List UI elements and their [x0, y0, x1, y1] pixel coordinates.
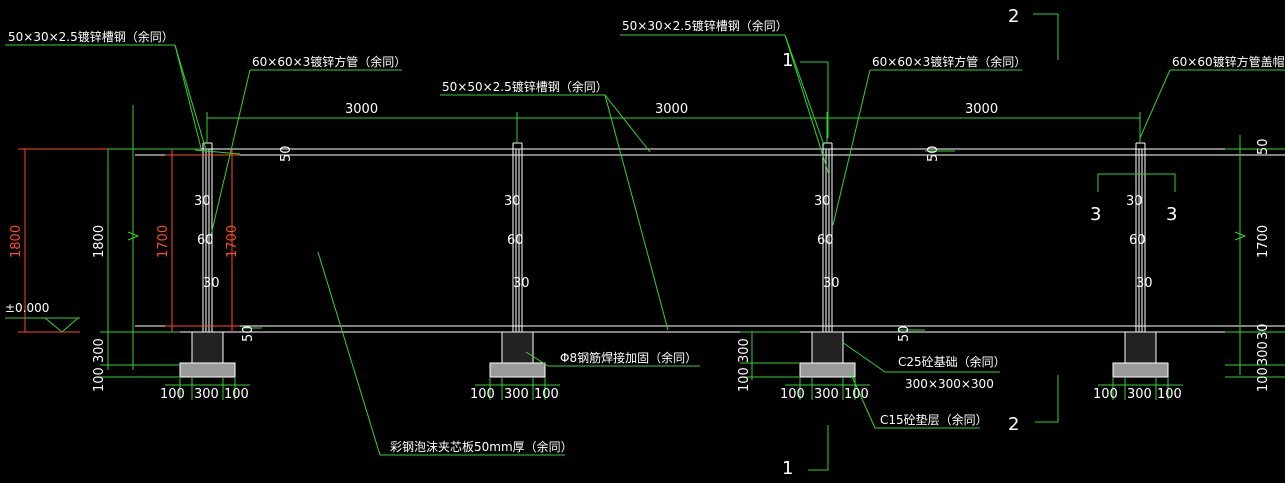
footing-2: [489, 331, 546, 378]
section-mark-3-right: 3: [1166, 204, 1177, 225]
red-dimensions: [18, 148, 240, 333]
dim-foot1-300: 300: [194, 387, 219, 402]
dim-foot2-100b: 100: [534, 387, 559, 402]
dim-span-3: 3000: [965, 102, 998, 117]
rotated-dimensions: 1800 1800 300 100 1700 1700 50 50 300 10…: [9, 138, 1271, 392]
label-channel-steel-left: 50×30×2.5镀锌槽钢（余同）: [8, 29, 174, 44]
dim-height-panel-right: 1700: [1256, 225, 1271, 258]
dim-base-100-left: 100: [92, 367, 107, 392]
section-mark-2-bottom: 2: [1008, 414, 1019, 435]
dim-post4-60: 60: [1129, 233, 1146, 248]
dim-height-total: 1800: [92, 225, 107, 258]
fence-structure: [135, 142, 1285, 378]
section-mark-1-bottom: 1: [782, 458, 793, 479]
text-labels: 50×30×2.5镀锌槽钢（余同） 60×60×3镀锌方管（余同） 50×50×…: [5, 6, 1285, 479]
dim-base-300-mid: 300: [737, 338, 752, 363]
dim-foot1-100b: 100: [224, 387, 249, 402]
dim-foot4-100b: 100: [1157, 387, 1182, 402]
post-1: [202, 142, 213, 360]
label-c25-size: 300×300×300: [905, 377, 994, 391]
section-mark-1-top: 1: [782, 50, 793, 71]
dim-height-panel-red-b: 1700: [225, 225, 240, 258]
annotation-lines: [5, 13, 1285, 471]
dim-gap-50-bottom: 50: [241, 325, 256, 342]
dim-post1-30b: 30: [203, 276, 220, 291]
dim-edge-50-right: 50: [1256, 138, 1271, 155]
dim-post3-60: 60: [817, 233, 834, 248]
dim-span-1: 3000: [345, 102, 378, 117]
dim-foot1-100a: 100: [160, 387, 185, 402]
dim-post2-30b: 30: [513, 276, 530, 291]
dim-base-300-left: 300: [92, 338, 107, 363]
dim-foot3-100a: 100: [780, 387, 805, 402]
post-2: [512, 142, 523, 360]
label-channel-steel-right: 50×30×2.5镀锌槽钢（余同）: [622, 18, 788, 33]
label-channel-steel-mid: 50×50×2.5镀锌槽钢（余同）: [442, 79, 608, 94]
dim-post4-30a: 30: [1126, 194, 1143, 209]
dim-height-total-red: 1800: [9, 225, 24, 258]
dim-post1-60: 60: [197, 233, 214, 248]
dim-post2-60: 60: [507, 233, 524, 248]
dim-base-100-mid: 100: [737, 367, 752, 392]
dim-foot2-300: 300: [504, 387, 529, 402]
dim-base-300-right: 300: [1256, 341, 1271, 366]
post-4: [1135, 142, 1146, 360]
dim-foot3-300: 300: [814, 387, 839, 402]
dim-edge-30-right: 30: [1256, 323, 1271, 340]
footing-3: [799, 331, 856, 378]
dim-post3-30b: 30: [823, 276, 840, 291]
post-3: [822, 142, 833, 360]
dim-foot2-100a: 100: [470, 387, 495, 402]
dim-span-2: 3000: [655, 102, 688, 117]
dim-foot4-300: 300: [1127, 387, 1152, 402]
label-panel: 彩钢泡沫夹芯板50mm厚（余同）: [390, 439, 573, 454]
dim-gap-50-top: 50: [279, 145, 294, 162]
dim-post3-30a: 30: [814, 194, 831, 209]
label-square-tube-right: 60×60×3镀锌方管（余同）: [872, 54, 1026, 69]
footing-1: [179, 331, 236, 378]
label-cap: 60×60镀锌方管盖帽: [1172, 54, 1285, 69]
dim-foot4-100a: 100: [1093, 387, 1118, 402]
label-elevation: ±0.000: [5, 301, 49, 315]
label-square-tube-left: 60×60×3镀锌方管（余同）: [252, 54, 406, 69]
dim-post2-30a: 30: [504, 194, 521, 209]
dim-base-100-right: 100: [1256, 367, 1271, 392]
footing-4: [1112, 331, 1169, 378]
dim-height-panel-red-a: 1700: [156, 225, 171, 258]
section-mark-2-top: 2: [1008, 6, 1019, 27]
dim-post4-30b: 30: [1136, 276, 1153, 291]
dim-foot3-100b: 100: [844, 387, 869, 402]
label-c25: C25砼基础（余同）: [898, 354, 1006, 369]
dim-gap-50-mid-top: 50: [926, 145, 941, 162]
dim-gap-50-mid-bottom: 50: [897, 325, 912, 342]
section-mark-3-left: 3: [1090, 204, 1101, 225]
dim-post1-30a: 30: [194, 194, 211, 209]
label-c15: C15砼垫层（余同）: [880, 412, 988, 427]
label-rebar: Φ8钢筋焊接加固（余同）: [560, 350, 697, 365]
